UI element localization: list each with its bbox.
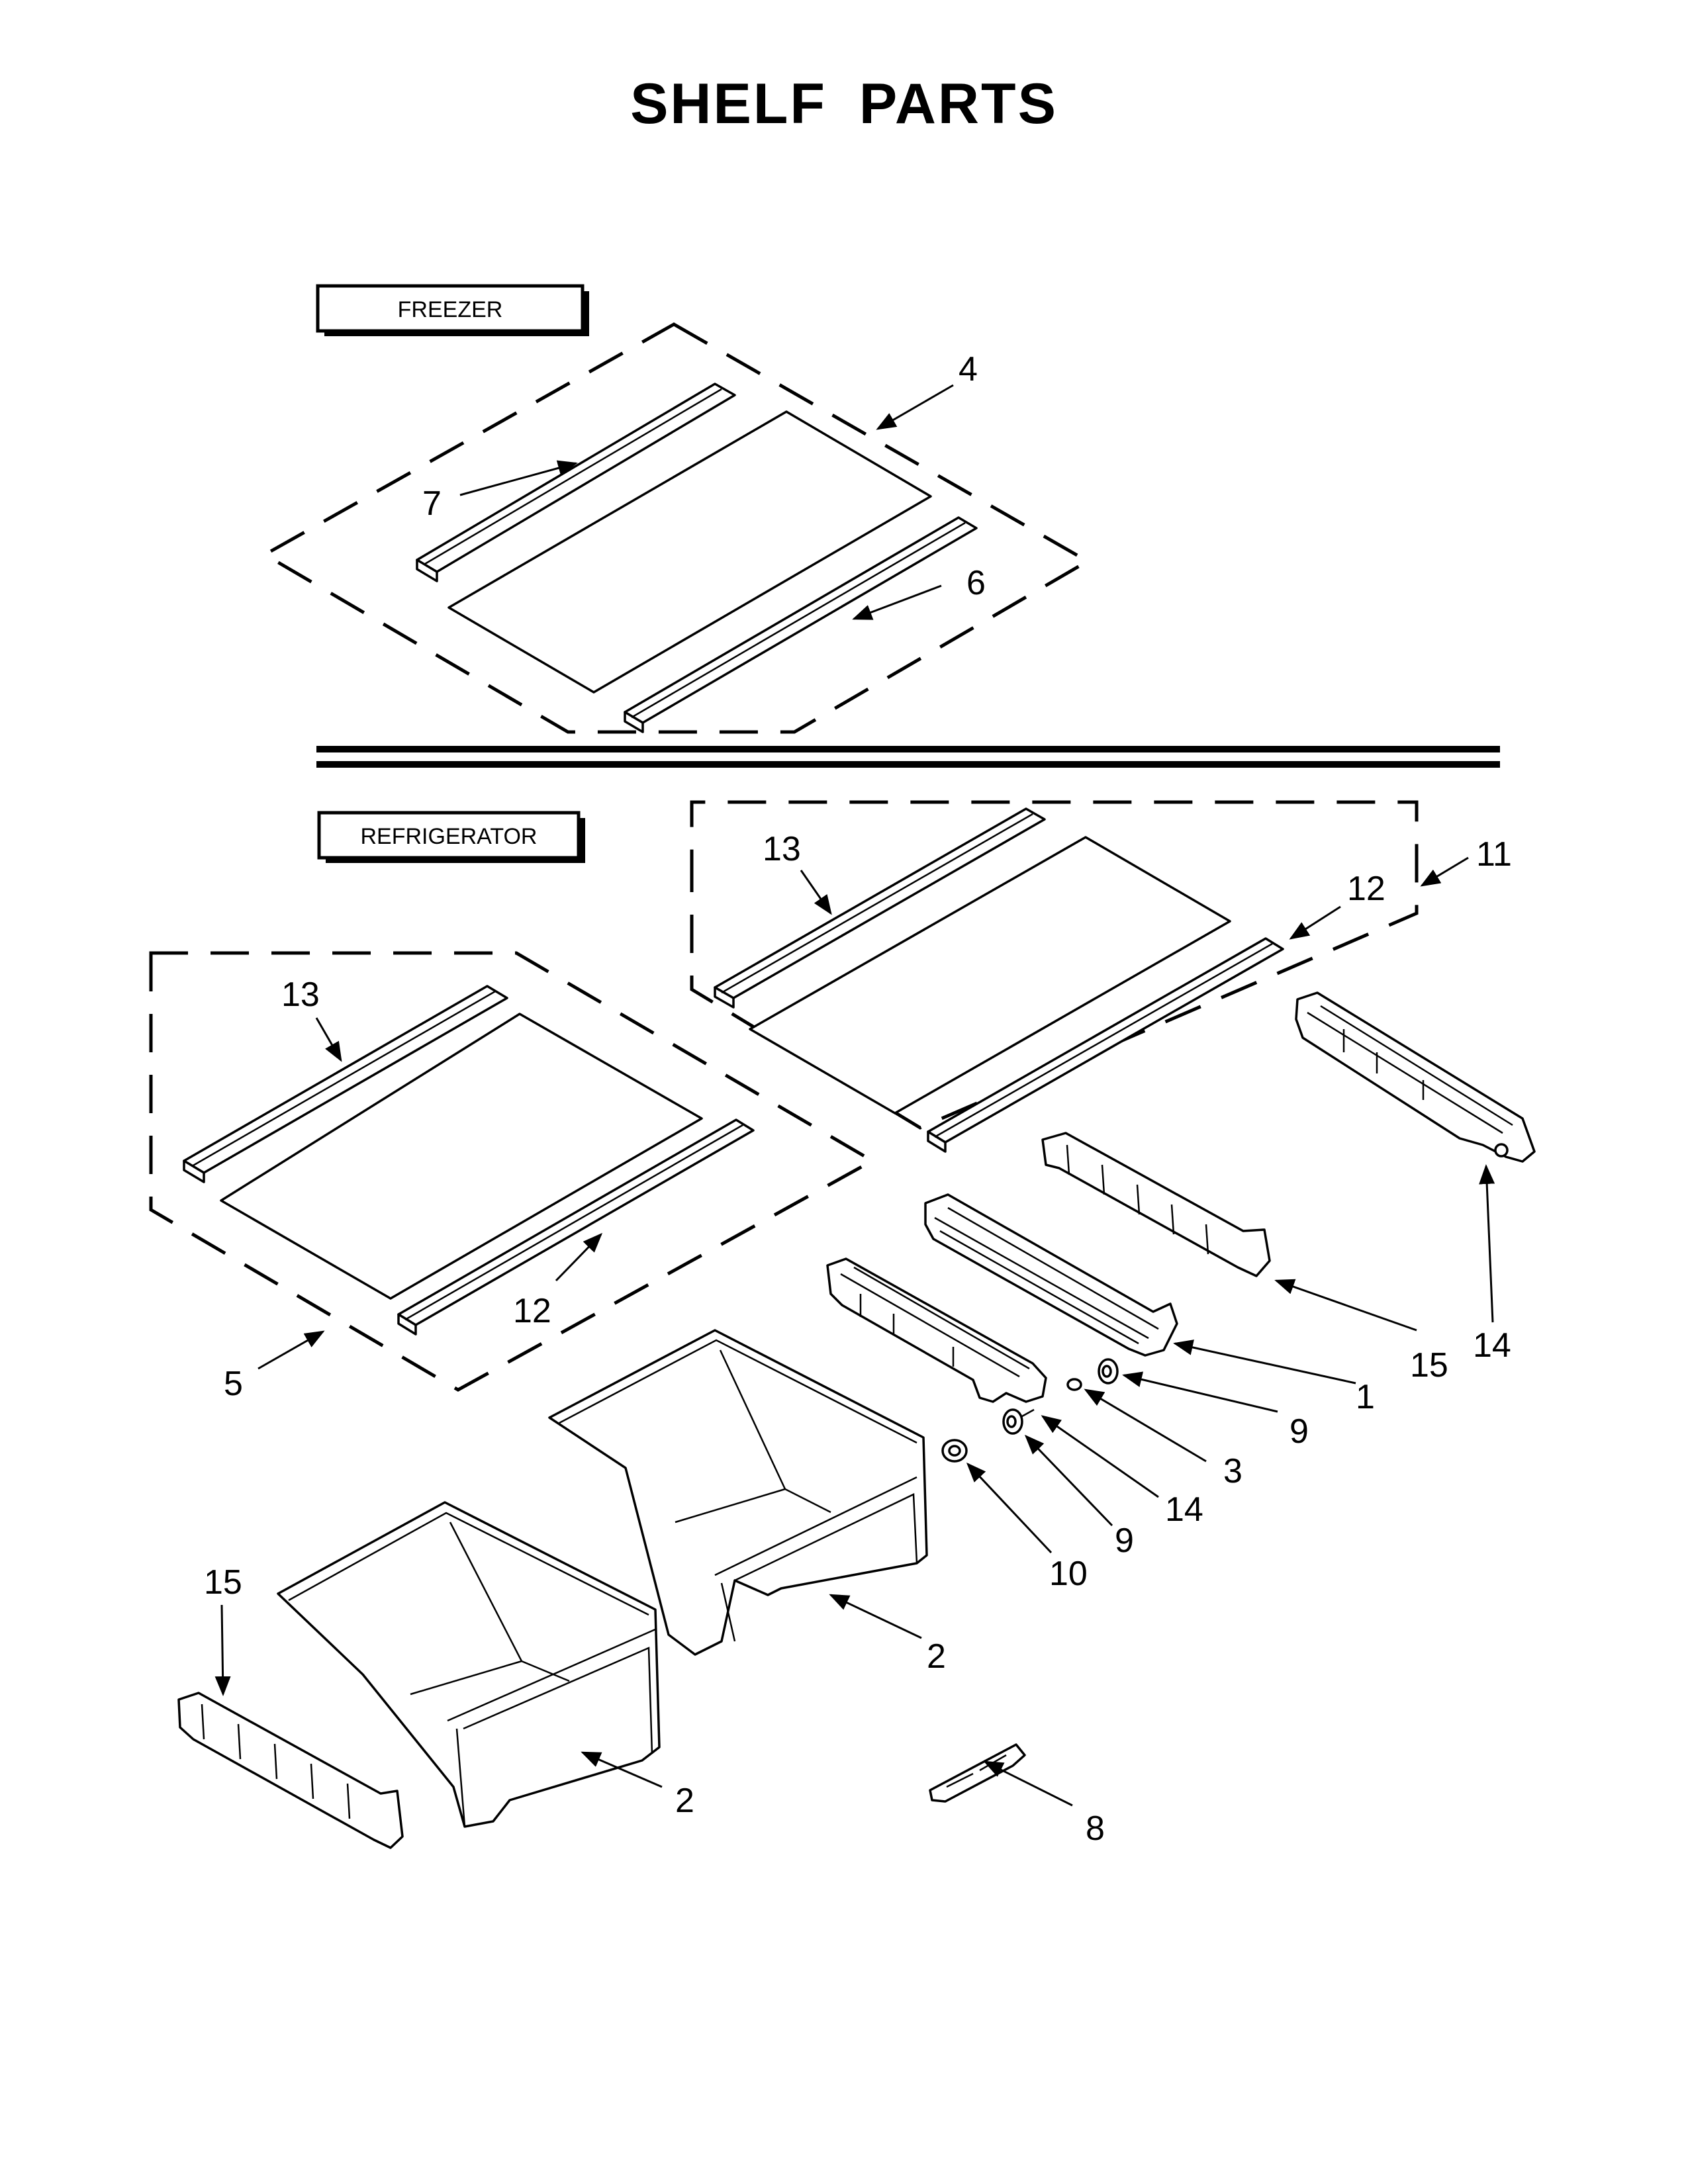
leader-9-lower	[1024, 1434, 1113, 1527]
leader-4	[876, 384, 954, 430]
page-title: SHELF PARTS	[630, 72, 1058, 136]
crisper-drawer-front	[277, 1501, 661, 1828]
right-shelf-trim-front	[927, 937, 1284, 1153]
crisper-slide-rail-right	[1295, 991, 1536, 1163]
left-shelf-glass	[220, 1013, 703, 1300]
leader-7	[459, 460, 578, 496]
callout-3: 3	[1223, 1452, 1243, 1490]
leader-8	[983, 1760, 1073, 1807]
leader-2-rear	[829, 1594, 922, 1639]
refrigerator-label-box: REFRIGERATOR	[317, 811, 585, 863]
callout-15-right: 15	[1410, 1346, 1448, 1385]
callout-13-left: 13	[281, 976, 320, 1014]
callout-12-right: 12	[1347, 870, 1385, 908]
leader-6	[852, 584, 942, 620]
roller-screw	[1066, 1378, 1082, 1391]
left-shelf-trim-front	[397, 1118, 755, 1336]
freezer-shelf-trim-front	[624, 516, 978, 733]
crisper-cover-front-right	[1041, 1132, 1271, 1277]
crisper-drawer-rear	[548, 1329, 928, 1656]
leader-12-left	[555, 1232, 603, 1282]
roller-cap	[941, 1439, 968, 1463]
roller-wheel-upper	[1098, 1358, 1119, 1385]
right-shelf-glass	[749, 836, 1231, 1115]
leader-13-left	[315, 1017, 342, 1062]
leader-11	[1420, 856, 1469, 887]
leader-14-right	[1479, 1164, 1495, 1323]
callout-15-left: 15	[204, 1563, 242, 1602]
leader-15-left	[214, 1604, 231, 1696]
callout-14-lower: 14	[1165, 1490, 1203, 1529]
callout-9-upper: 9	[1289, 1412, 1309, 1451]
section-divider	[316, 746, 1500, 752]
callout-8: 8	[1086, 1809, 1105, 1848]
leader-12-right	[1289, 905, 1341, 940]
leader-3	[1084, 1388, 1207, 1463]
crisper-cover-front-left	[177, 1692, 404, 1849]
callout-2-front: 2	[675, 1782, 694, 1820]
leader-2-front	[581, 1751, 663, 1788]
callout-14-right: 14	[1473, 1326, 1511, 1365]
callout-5: 5	[224, 1365, 243, 1403]
leader-5	[258, 1330, 325, 1370]
leader-13-right	[800, 870, 832, 915]
freezer-shelf-glass	[447, 410, 932, 694]
leader-1	[1173, 1340, 1356, 1385]
left-shelf-trim-rear	[183, 985, 508, 1183]
callout-7: 7	[422, 484, 442, 523]
freezer-label-box: FREEZER	[316, 284, 589, 336]
crisper-clip	[929, 1743, 1026, 1803]
leader-10	[966, 1462, 1053, 1554]
callout-13-right: 13	[763, 830, 801, 868]
leader-14-lower	[1041, 1415, 1159, 1498]
section-divider-lower	[316, 761, 1500, 768]
callout-2-rear: 2	[927, 1637, 946, 1676]
freezer-label: FREEZER	[398, 297, 503, 322]
callout-10: 10	[1049, 1555, 1088, 1593]
freezer-shelf-assembly-outline	[261, 322, 1091, 734]
callout-12-left: 12	[513, 1292, 551, 1330]
callout-1: 1	[1356, 1378, 1375, 1416]
crisper-slide-rail-left	[826, 1257, 1047, 1403]
leader-9-upper	[1122, 1371, 1278, 1413]
crisper-slide-rail-center	[924, 1193, 1178, 1357]
left-shelf-assembly-outline	[149, 951, 876, 1392]
callout-9-lower: 9	[1115, 1522, 1134, 1560]
callout-6: 6	[966, 564, 986, 602]
callout-11: 11	[1476, 835, 1512, 874]
right-shelf-trim-rear	[714, 807, 1046, 1009]
refrigerator-label: REFRIGERATOR	[361, 824, 538, 849]
leader-15-right	[1274, 1279, 1417, 1332]
freezer-shelf-trim-rear	[416, 383, 736, 582]
roller-wheel-lower	[1002, 1408, 1035, 1435]
callout-4: 4	[959, 350, 978, 388]
right-shelf-assembly-outline	[690, 800, 1419, 1130]
